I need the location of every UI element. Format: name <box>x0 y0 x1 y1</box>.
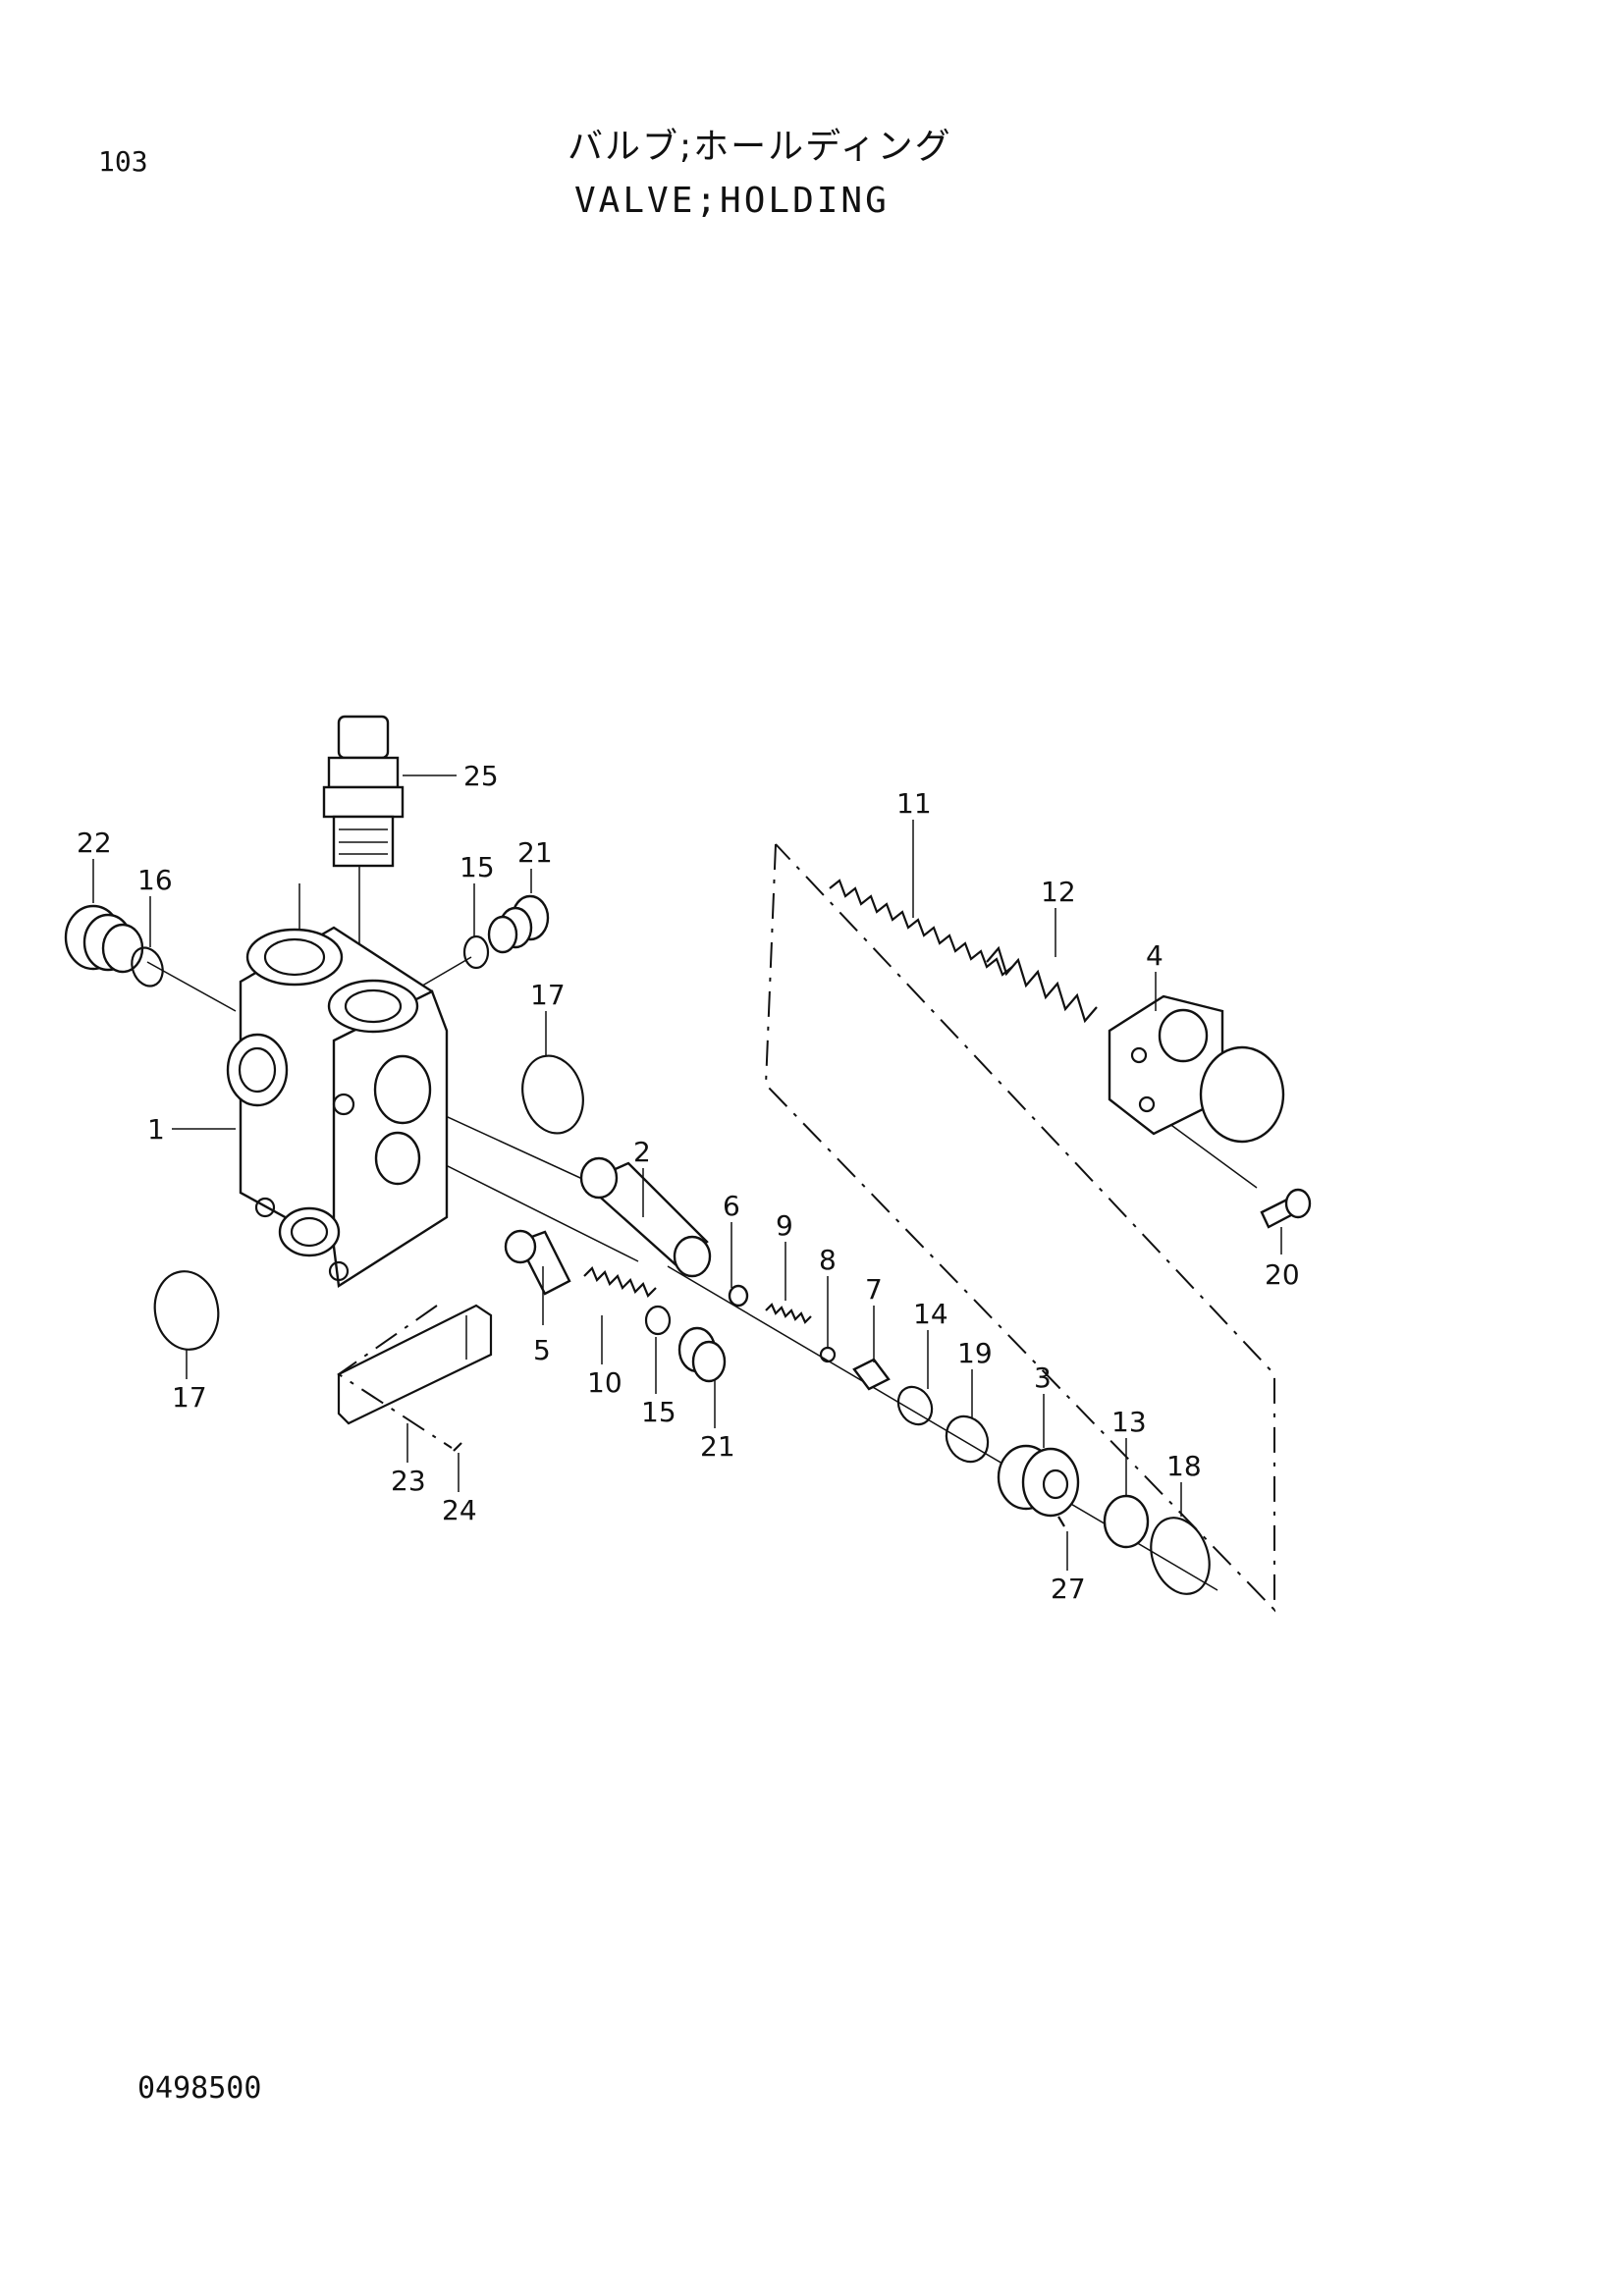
callout-21-top: 21 <box>517 836 553 869</box>
part-19-backup-ring <box>945 1415 990 1464</box>
callout-19: 19 <box>957 1337 993 1369</box>
callout-8: 8 <box>819 1244 837 1276</box>
part-25-relief-cartridge <box>322 715 405 868</box>
callout-1: 1 <box>147 1113 165 1146</box>
part-17-o-ring-right <box>521 1054 584 1135</box>
callout-6: 6 <box>723 1190 740 1222</box>
part-12-spring <box>986 945 1098 1024</box>
callout-17-left: 17 <box>172 1381 207 1414</box>
part-6-seat <box>728 1284 749 1308</box>
callout-2: 2 <box>633 1136 651 1168</box>
name-plate-leader <box>337 1305 453 1449</box>
part-15-o-ring-top <box>462 934 490 970</box>
part-14-o-ring <box>896 1385 934 1426</box>
callout-15-top: 15 <box>460 851 495 883</box>
part-8-ball <box>819 1346 837 1363</box>
part-20-bolt <box>1260 1188 1312 1229</box>
part-21-plug-bottom <box>677 1326 727 1383</box>
part-1-valve-body <box>226 926 449 1289</box>
callout-5: 5 <box>533 1334 551 1366</box>
leader-lines <box>92 774 1282 1571</box>
part-17-o-ring-left <box>153 1270 220 1351</box>
part-24-rivet <box>453 1442 462 1452</box>
title-english: VALVE;HOLDING <box>574 181 890 221</box>
callout-21-bottom: 21 <box>700 1430 735 1463</box>
callout-20: 20 <box>1265 1258 1300 1291</box>
part-23-name-plate <box>337 1304 493 1425</box>
callout-25: 25 <box>463 760 499 792</box>
callout-16: 16 <box>137 864 173 896</box>
callout-22: 22 <box>77 827 112 859</box>
callout-24: 24 <box>442 1494 477 1526</box>
title-japanese: バルブ;ホールディング <box>568 127 952 167</box>
part-7-plunger <box>852 1358 891 1391</box>
callout-27: 27 <box>1051 1573 1086 1605</box>
part-5-poppet <box>504 1229 571 1296</box>
callout-23: 23 <box>391 1465 426 1497</box>
part-18-o-ring <box>1150 1517 1211 1595</box>
callout-9: 9 <box>776 1209 793 1242</box>
part-27-pin <box>1057 1516 1065 1527</box>
callout-18: 18 <box>1166 1450 1202 1482</box>
callout-14: 14 <box>913 1298 948 1330</box>
callout-11: 11 <box>896 787 932 820</box>
part-16-o-ring <box>131 946 164 988</box>
part-11-spring <box>829 879 1013 977</box>
part-3-plug <box>997 1444 1080 1518</box>
callout-12: 12 <box>1041 876 1076 908</box>
callout-7: 7 <box>865 1273 883 1306</box>
part-4-cover <box>1108 994 1285 1144</box>
part-2-spool <box>579 1156 712 1278</box>
callout-3: 3 <box>1034 1362 1052 1394</box>
callout-17-right: 17 <box>530 979 566 1011</box>
part-13-washer <box>1103 1494 1150 1549</box>
exploded-boundary <box>764 843 1275 1613</box>
callout-13: 13 <box>1111 1406 1147 1438</box>
part-15-o-ring-bottom <box>644 1305 672 1336</box>
page-number: 103 <box>98 145 148 178</box>
drawing-code: 0498500 <box>137 2071 262 2106</box>
part-10-spring <box>583 1266 657 1298</box>
part-21-plug-top <box>487 894 550 954</box>
callout-4: 4 <box>1146 939 1163 972</box>
callout-10: 10 <box>587 1366 622 1399</box>
callout-15-bottom: 15 <box>641 1396 676 1428</box>
callout-labels: 1 2 3 4 5 6 7 8 9 10 11 12 13 14 15 15 1… <box>77 760 1300 1605</box>
part-9-spring <box>765 1303 812 1324</box>
